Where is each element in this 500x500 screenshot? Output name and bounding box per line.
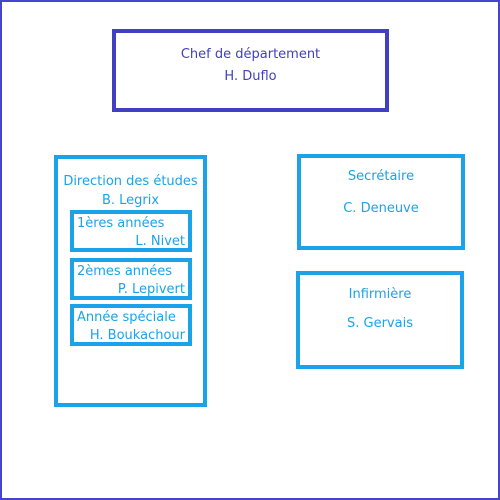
secretaire-box: Secrétaire C. Deneuve	[297, 154, 465, 250]
section-name: H. Boukachour	[89, 328, 185, 343]
chef-name: H. Duflo	[224, 69, 277, 84]
section-title: 1ères années	[77, 216, 165, 231]
section-title: 2èmes années	[77, 264, 173, 279]
chef-box: Chef de département H. Duflo	[112, 29, 389, 112]
direction-title: Direction des études	[63, 174, 198, 189]
section-name: P. Lepivert	[117, 282, 185, 297]
secretaire-title: Secrétaire	[347, 169, 415, 184]
section-box-2: 2èmes années P. Lepivert	[70, 258, 192, 300]
section-name: L. Nivet	[135, 234, 185, 249]
direction-box: Direction des études B. Legrix	[54, 155, 207, 407]
infirmiere-title: Infirmière	[348, 287, 412, 302]
section-title: Année spéciale	[77, 310, 176, 325]
secretaire-name: C. Deneuve	[343, 201, 419, 216]
section-box-1: 1ères années L. Nivet	[70, 210, 192, 252]
infirmiere-box: Infirmière S. Gervais	[296, 271, 464, 369]
direction-name: B. Legrix	[101, 193, 160, 208]
infirmiere-name: S. Gervais	[347, 316, 413, 331]
section-box-3: Année spéciale H. Boukachour	[70, 304, 192, 346]
chef-title: Chef de département	[180, 47, 321, 62]
